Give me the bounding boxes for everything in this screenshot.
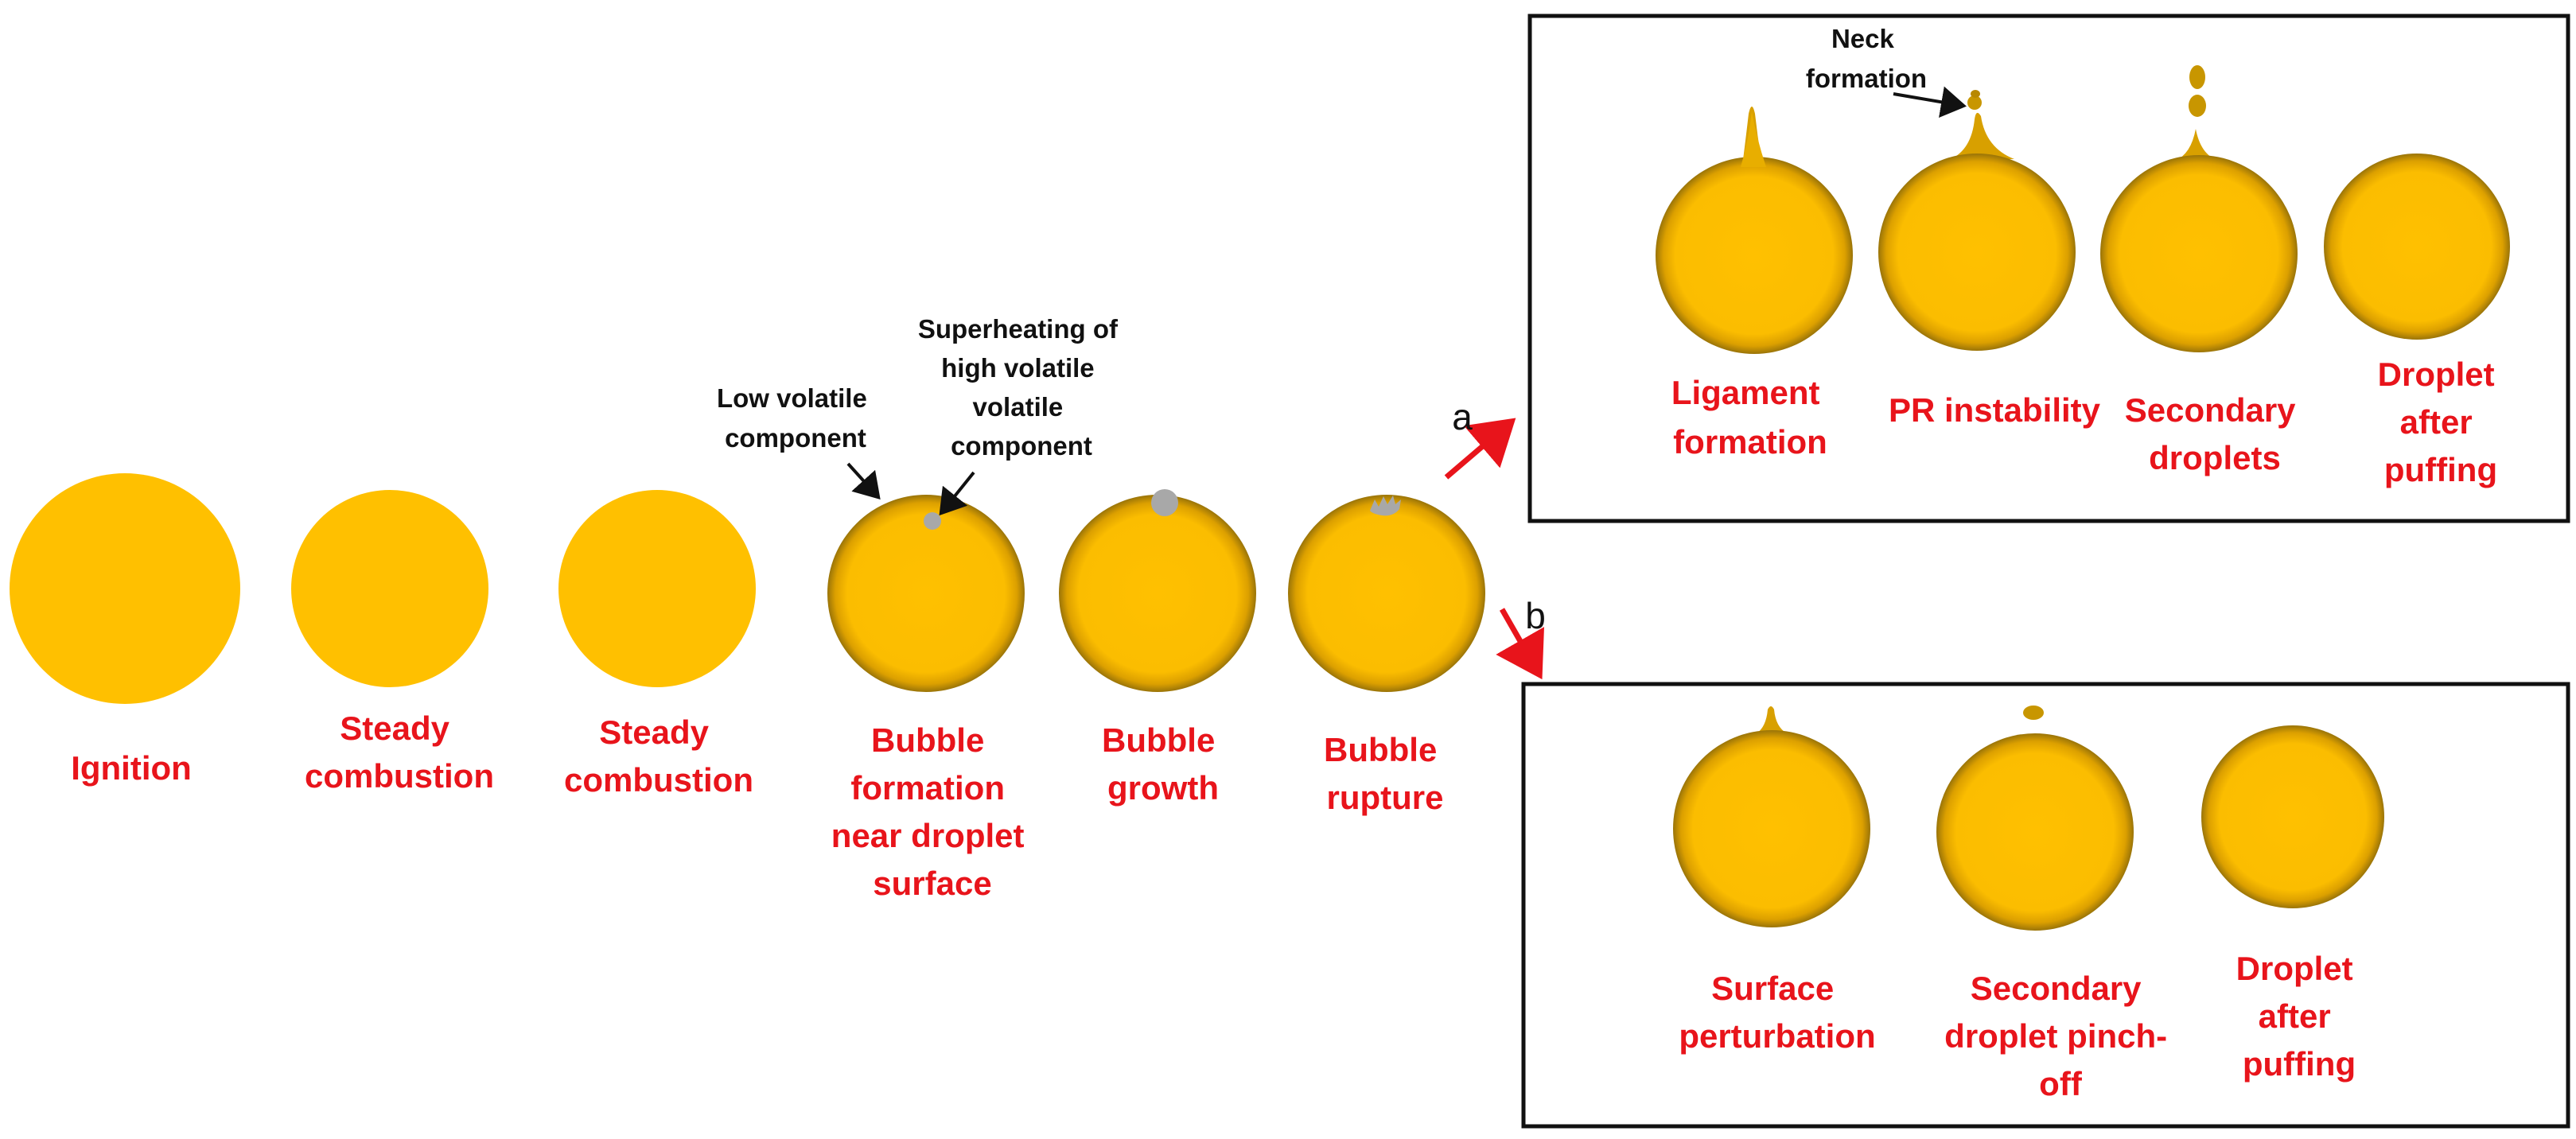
secondary-droplet-1 xyxy=(2189,65,2205,89)
neck-droplet xyxy=(1967,95,1982,110)
arrow-neck xyxy=(1893,86,1967,119)
label-steady-2: Steady combustion xyxy=(564,713,753,799)
main-labels: Ignition Steady combustion Steady combus… xyxy=(71,709,1446,902)
droplet-pinch-off xyxy=(1936,706,2134,931)
droplet-ignition xyxy=(10,473,240,704)
label-pinch-off: Secondary droplet pinch- off xyxy=(1944,970,2177,1102)
box-b-border xyxy=(1521,682,2570,1129)
label-secondary-droplets: Secondary droplets xyxy=(2125,391,2305,476)
droplet-steady-2 xyxy=(558,490,756,687)
annotations: Low volatile component Superheating of h… xyxy=(717,314,1125,516)
droplet-bubble-growth xyxy=(1059,489,1256,692)
droplet-pr-instability xyxy=(1878,90,2076,351)
droplet-bubble-formation xyxy=(827,495,1025,692)
arrow-to-b xyxy=(1496,608,1544,680)
box-a-border xyxy=(1527,14,2570,523)
label-pr-instability: PR instability xyxy=(1889,391,2101,429)
letter-b: b xyxy=(1525,595,1546,636)
droplet-ligament xyxy=(1656,107,1853,354)
annotation-low-volatile: Low volatile component xyxy=(717,383,874,453)
label-surface-perturbation: Surface perturbation xyxy=(1679,970,1875,1055)
label-bubble-growth: Bubble growth xyxy=(1102,721,1224,807)
branch-b-box: Surface perturbation Secondary droplet p… xyxy=(1521,682,2570,1129)
droplet-after-puffing-a xyxy=(2324,154,2510,340)
label-after-puffing-b: Droplet after puffing xyxy=(2236,950,2363,1083)
bubble-ruptured xyxy=(1370,496,1401,516)
label-ignition: Ignition xyxy=(71,749,192,787)
annotation-superheating: Superheating of high volatile volatile c… xyxy=(918,314,1125,461)
label-after-puffing-a: Droplet after puffing xyxy=(2378,356,2504,488)
droplet-steady-1 xyxy=(291,490,488,687)
bubble-small xyxy=(924,512,941,530)
letter-a: a xyxy=(1452,396,1473,437)
secondary-droplet-2 xyxy=(2189,95,2206,117)
arrow-low-volatile xyxy=(846,462,881,500)
main-sequence xyxy=(10,473,1485,704)
label-bubble-formation: Bubble formation near droplet surface xyxy=(831,721,1033,902)
bubble-large xyxy=(1151,489,1178,516)
branch-a-box: Neck formation Ligament formation PR ins… xyxy=(1527,14,2570,523)
arrow-superheating xyxy=(939,471,975,516)
branch-arrows: a b xyxy=(1444,396,1546,680)
label-ligament: Ligament formation xyxy=(1671,374,1829,461)
droplet-surface-perturbation xyxy=(1673,706,1870,927)
droplet-secondary xyxy=(2100,65,2298,352)
label-bubble-rupture: Bubble rupture xyxy=(1324,731,1446,816)
droplet-after-puffing-b xyxy=(2201,725,2384,908)
arrow-to-a xyxy=(1444,418,1516,480)
pinched-droplet xyxy=(2023,706,2044,720)
annotation-neck: Neck formation xyxy=(1806,24,1927,93)
droplet-bubble-rupture xyxy=(1288,495,1485,692)
label-steady-1: Steady combustion xyxy=(305,709,494,795)
